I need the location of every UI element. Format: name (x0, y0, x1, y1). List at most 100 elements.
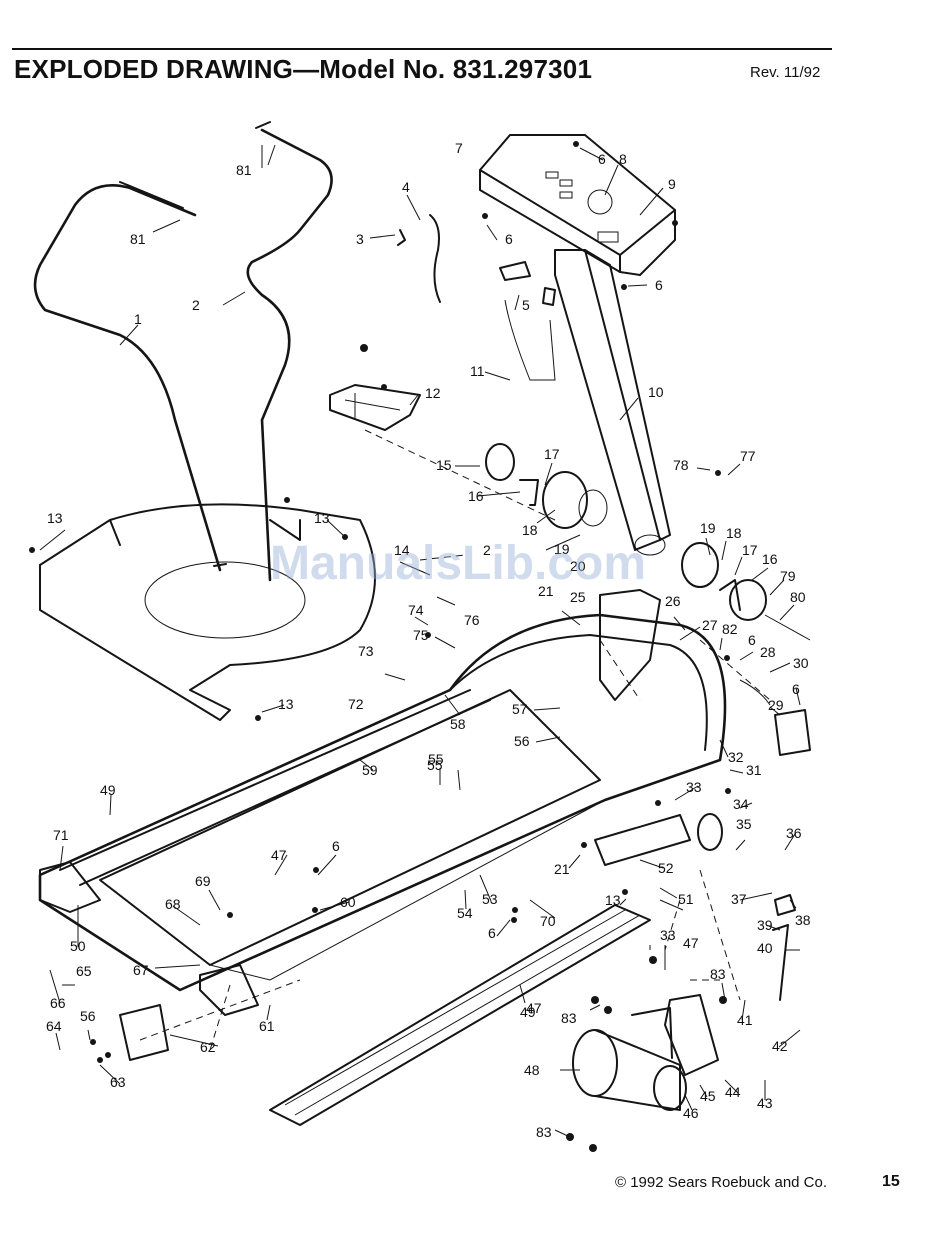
upright (554, 249, 671, 556)
part-label: 62 (200, 1039, 216, 1055)
part-label: 16 (468, 488, 484, 504)
part-label: 13 (47, 510, 63, 526)
part-label: 77 (740, 448, 756, 464)
part-label: 56 (80, 1008, 96, 1024)
part-label: 41 (737, 1012, 753, 1028)
part-label: 54 (457, 905, 473, 921)
part-label: 57 (512, 701, 528, 717)
lift-cylinder (772, 894, 796, 1001)
part-label: 21 (554, 861, 570, 877)
part-label: 72 (348, 696, 364, 712)
part-label: 47 (526, 1000, 542, 1016)
part-label: 70 (540, 913, 556, 929)
copyright: © 1992 Sears Roebuck and Co. (615, 1174, 828, 1191)
part-label: 37 (731, 891, 747, 907)
part-label: 20 (570, 558, 586, 574)
part-label: 69 (195, 873, 211, 889)
revision-label: Rev. 11/92 (750, 64, 821, 81)
rear-roller (199, 964, 259, 1016)
part-labels: 1 2 3 4 5 6 7 8 9 10 11 12 13 14 15 16 1… (46, 140, 811, 1121)
part-label: 34 (733, 796, 749, 812)
part-label: 6 (792, 681, 800, 697)
part-label: 78 (673, 457, 689, 473)
part-label: 26 (665, 593, 681, 609)
part-label: 25 (570, 589, 586, 605)
part-label: 46 (683, 1105, 699, 1121)
part-label: 6 (505, 231, 513, 247)
drive-motor (572, 1029, 687, 1111)
watermark: ManualsLib.com (270, 537, 647, 590)
part-label: 55 (427, 757, 443, 773)
part-label: 83 (561, 1010, 577, 1026)
part-label: 6 (488, 925, 496, 941)
part-label: 42 (772, 1038, 788, 1054)
leader-lines (39, 144, 801, 1139)
end-cap (119, 1004, 169, 1061)
part-label: 40 (757, 940, 773, 956)
page-number: 15 (882, 1173, 900, 1190)
part-label: 56 (514, 733, 530, 749)
part-label: 64 (46, 1018, 62, 1034)
part-label: 10 (648, 384, 664, 400)
part-label: 19 (700, 520, 716, 536)
part-label: 47 (271, 847, 287, 863)
part-label: 5 (522, 297, 530, 313)
handrail-2 (246, 121, 333, 582)
pulley-right (681, 542, 811, 641)
page-title: EXPLODED DRAWING—Model No. 831.297301 (14, 54, 593, 84)
controller-board (329, 384, 421, 431)
part-label: 36 (786, 825, 802, 841)
part-label: 2 (192, 297, 200, 313)
part-label: 82 (722, 621, 738, 637)
part-label: 3 (356, 231, 364, 247)
rear-foot-bracket (594, 813, 723, 866)
part-label: 76 (464, 612, 480, 628)
part-label: 21 (538, 583, 554, 599)
part-label: 83 (710, 966, 726, 982)
part-label: 6 (332, 838, 340, 854)
part-label: 55 (428, 751, 444, 767)
part-label: 52 (658, 860, 674, 876)
clip-bracket (499, 261, 556, 381)
part-label: 50 (70, 938, 86, 954)
part-label: 33 (660, 927, 676, 943)
part-label: 45 (700, 1088, 716, 1104)
part-label: 43 (757, 1095, 773, 1111)
part-label: 53 (482, 891, 498, 907)
part-label: 11 (470, 363, 485, 379)
pulley-left (485, 443, 608, 529)
part-label: 63 (110, 1074, 126, 1090)
transformer (739, 679, 811, 756)
front-roller (39, 861, 101, 913)
part-label: 18 (726, 525, 742, 541)
part-label: 4 (402, 179, 410, 195)
part-label: 33 (686, 779, 702, 795)
part-label: 79 (780, 568, 796, 584)
part-label: 47 (683, 935, 699, 951)
part-label: 13 (605, 892, 621, 908)
part-label: 18 (522, 522, 538, 538)
hardware (29, 141, 731, 1152)
part-label: 28 (760, 644, 776, 660)
part-label: 9 (668, 176, 676, 192)
part-label: 59 (362, 762, 378, 778)
part-label: 6 (655, 277, 663, 293)
alignment-lines (139, 429, 771, 1051)
part-label: 80 (790, 589, 806, 605)
motor-mount (631, 994, 719, 1076)
frame (38, 613, 727, 992)
part-label: 65 (76, 963, 92, 979)
part-label: 8 (619, 151, 627, 167)
part-label: 15 (436, 457, 452, 473)
safety-key (397, 214, 441, 303)
part-label: 32 (728, 749, 744, 765)
part-label: 19 (554, 541, 570, 557)
handrail-1 (33, 181, 227, 572)
part-label: 68 (165, 896, 181, 912)
walking-deck (99, 689, 606, 981)
part-label: 81 (130, 231, 146, 247)
part-label: 1 (134, 311, 142, 327)
part-label: 75 (413, 627, 429, 643)
part-label: 49 (520, 1004, 536, 1020)
